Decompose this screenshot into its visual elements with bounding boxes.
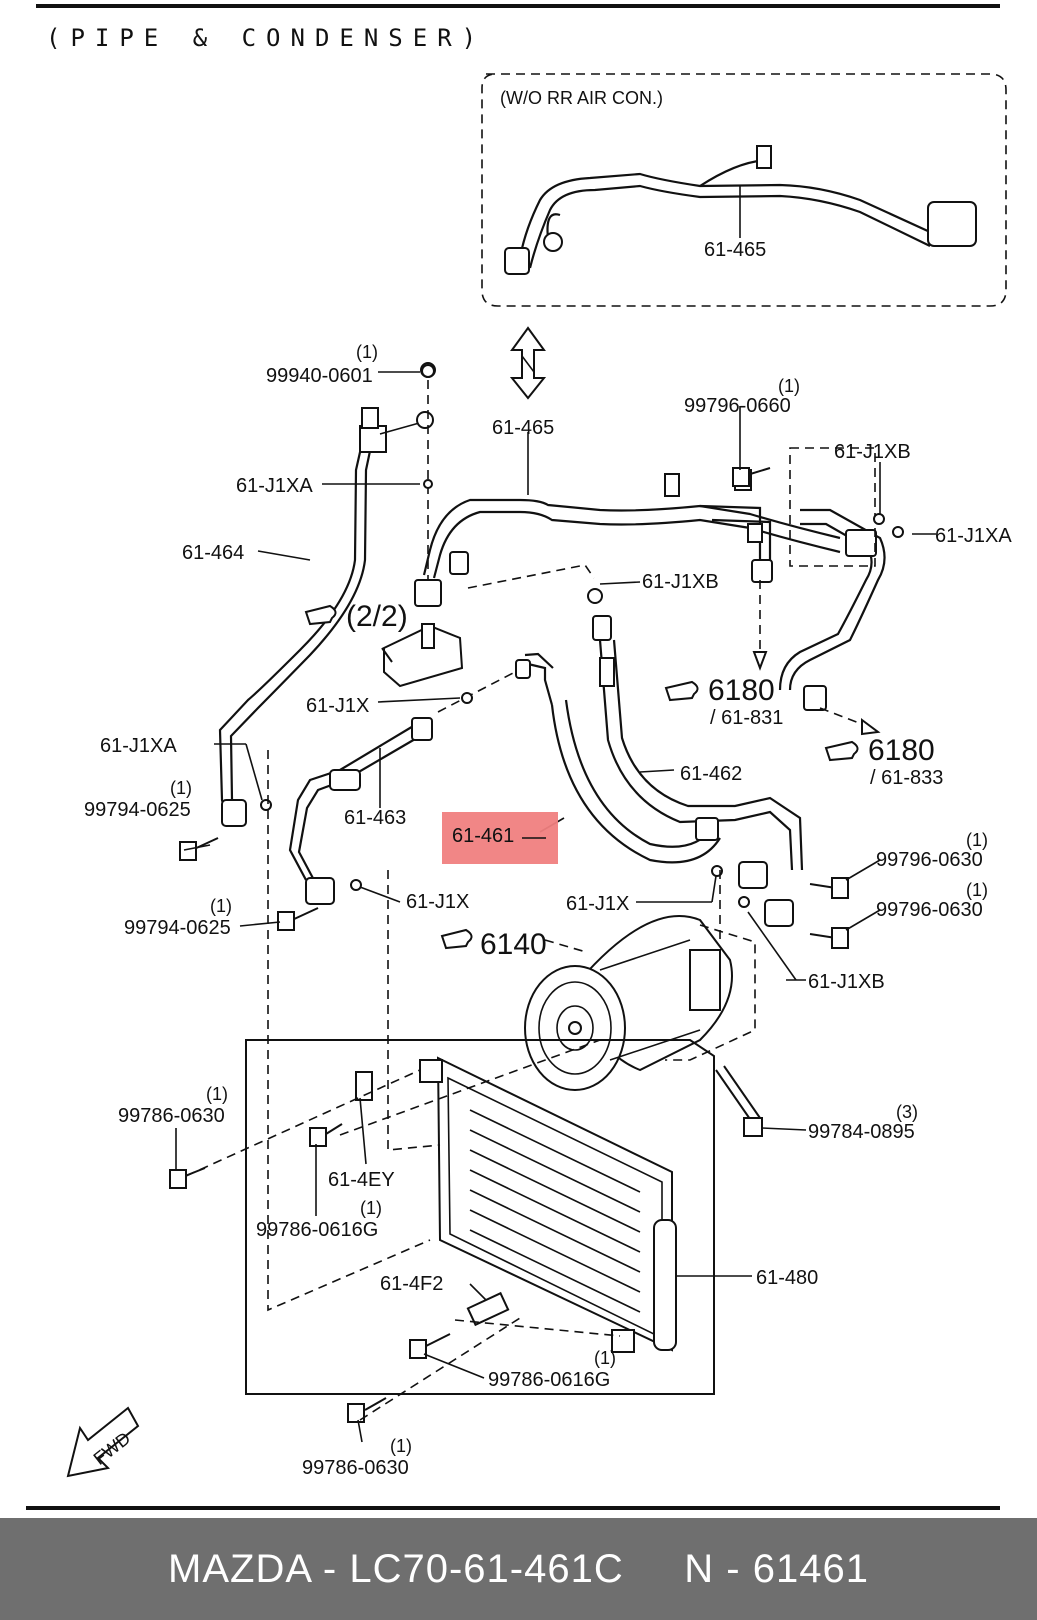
qty-label: (1) — [966, 830, 988, 850]
bolt-99796-0630-a — [809, 877, 849, 899]
label-99786-0616G-a: 99786-0616G — [256, 1219, 378, 1241]
label-99784-0895: 99784-0895 — [808, 1121, 915, 1143]
qty-label: (1) — [966, 880, 988, 900]
label-61-465: 61-465 — [492, 417, 554, 439]
hose-61-462 — [592, 615, 804, 871]
bolt-99940-0601 — [421, 364, 435, 378]
label-ref-61-831: / 61-831 — [710, 707, 783, 729]
inset-part-label: 61-465 — [704, 239, 766, 261]
label-61-J1XB-mid: 61-J1XB — [642, 571, 719, 593]
label-61-J1X-a: 61-J1X — [306, 695, 369, 717]
label-61-462: 61-462 — [680, 763, 742, 785]
condenser-61-480 — [419, 1056, 677, 1353]
leader-lines — [175, 371, 936, 1443]
pipe-61-464 — [218, 407, 387, 827]
pipe-61-463 — [288, 717, 433, 905]
label-99796-0660: 99796-0660 — [684, 395, 791, 417]
label-99794-0625-b: 99794-0625 — [124, 917, 231, 939]
ref-arrows — [304, 580, 881, 953]
qty-label: (1) — [390, 1436, 412, 1456]
bolt-99794-0625-b — [277, 907, 319, 931]
qty-label: (1) — [356, 342, 378, 362]
label-99796-0630-b: 99796-0630 — [876, 899, 983, 921]
qty-label: (1) — [594, 1348, 616, 1368]
inset-panel: (W/O RR AIR CON.) 61-465 — [481, 73, 1007, 307]
double-arrow-icon — [509, 326, 547, 400]
label-99786-0616G-b: 99786-0616G — [488, 1369, 610, 1391]
dash-box-right — [789, 447, 876, 567]
qty-label: (1) — [170, 778, 192, 798]
label-61-461: 61-461 — [452, 825, 514, 847]
label-99786-0630-a: 99786-0630 — [118, 1105, 225, 1127]
label-61-480: 61-480 — [756, 1267, 818, 1289]
diagram-title: (PIPE & CONDENSER) — [46, 24, 486, 52]
label-ref-6180-a: 6180 — [708, 674, 775, 707]
label-61-463: 61-463 — [344, 807, 406, 829]
label-61-J1X-c: 61-J1X — [566, 893, 629, 915]
qty-label: (3) — [896, 1102, 918, 1122]
label-99940-0601: 99940-0601 — [266, 365, 373, 387]
bolt-99796-0630-b — [809, 927, 849, 949]
pipe-61-465 — [414, 473, 886, 711]
label-99796-0630-a: 99796-0630 — [876, 849, 983, 871]
part-number-footer: MAZDA - LC70-61-461C N - 61461 — [0, 1518, 1037, 1620]
bolt-99784-0895 — [715, 1065, 763, 1137]
inset-note: (W/O RR AIR CON.) — [500, 88, 663, 108]
bolt-99796-0660 — [732, 467, 750, 487]
label-61-464: 61-464 — [182, 542, 244, 564]
qty-label: (1) — [778, 376, 800, 396]
label-ref-6180-b: 6180 — [868, 734, 935, 767]
label-ref-2-2: (2/2) — [346, 600, 408, 633]
hose-61-461 — [527, 662, 721, 864]
condenser-box — [245, 1039, 715, 1395]
label-61-4EY: 61-4EY — [328, 1169, 395, 1191]
label-99794-0625-a: 99794-0625 — [84, 799, 191, 821]
label-61-J1XA-top: 61-J1XA — [236, 475, 313, 497]
label-ref-61-833: / 61-833 — [870, 767, 943, 789]
label-61-J1XB-low: 61-J1XB — [808, 971, 885, 993]
qty-label: (1) — [210, 896, 232, 916]
label-61-4F2: 61-4F2 — [380, 1273, 443, 1295]
label-99786-0630-b: 99786-0630 — [302, 1457, 409, 1479]
qty-label: (1) — [360, 1198, 382, 1218]
compressor-6140 — [524, 915, 733, 1091]
label-61-J1X-b: 61-J1X — [406, 891, 469, 913]
part-number-text: MAZDA - LC70-61-461C N - 61461 — [168, 1546, 869, 1591]
label-61-J1XA-right: 61-J1XA — [935, 525, 1012, 547]
label-61-J1XB-top: 61-J1XB — [834, 441, 911, 463]
fwd-arrow-icon: FWD — [66, 1406, 140, 1478]
label-61-J1XA-left: 61-J1XA — [100, 735, 177, 757]
qty-label: (1) — [206, 1084, 228, 1104]
label-ref-6140: 6140 — [480, 928, 547, 961]
bracket-2-2 — [383, 623, 464, 688]
parts-diagram: (PIPE & CONDENSER) (W/O RR AIR CON.) 61-… — [26, 4, 1012, 1510]
